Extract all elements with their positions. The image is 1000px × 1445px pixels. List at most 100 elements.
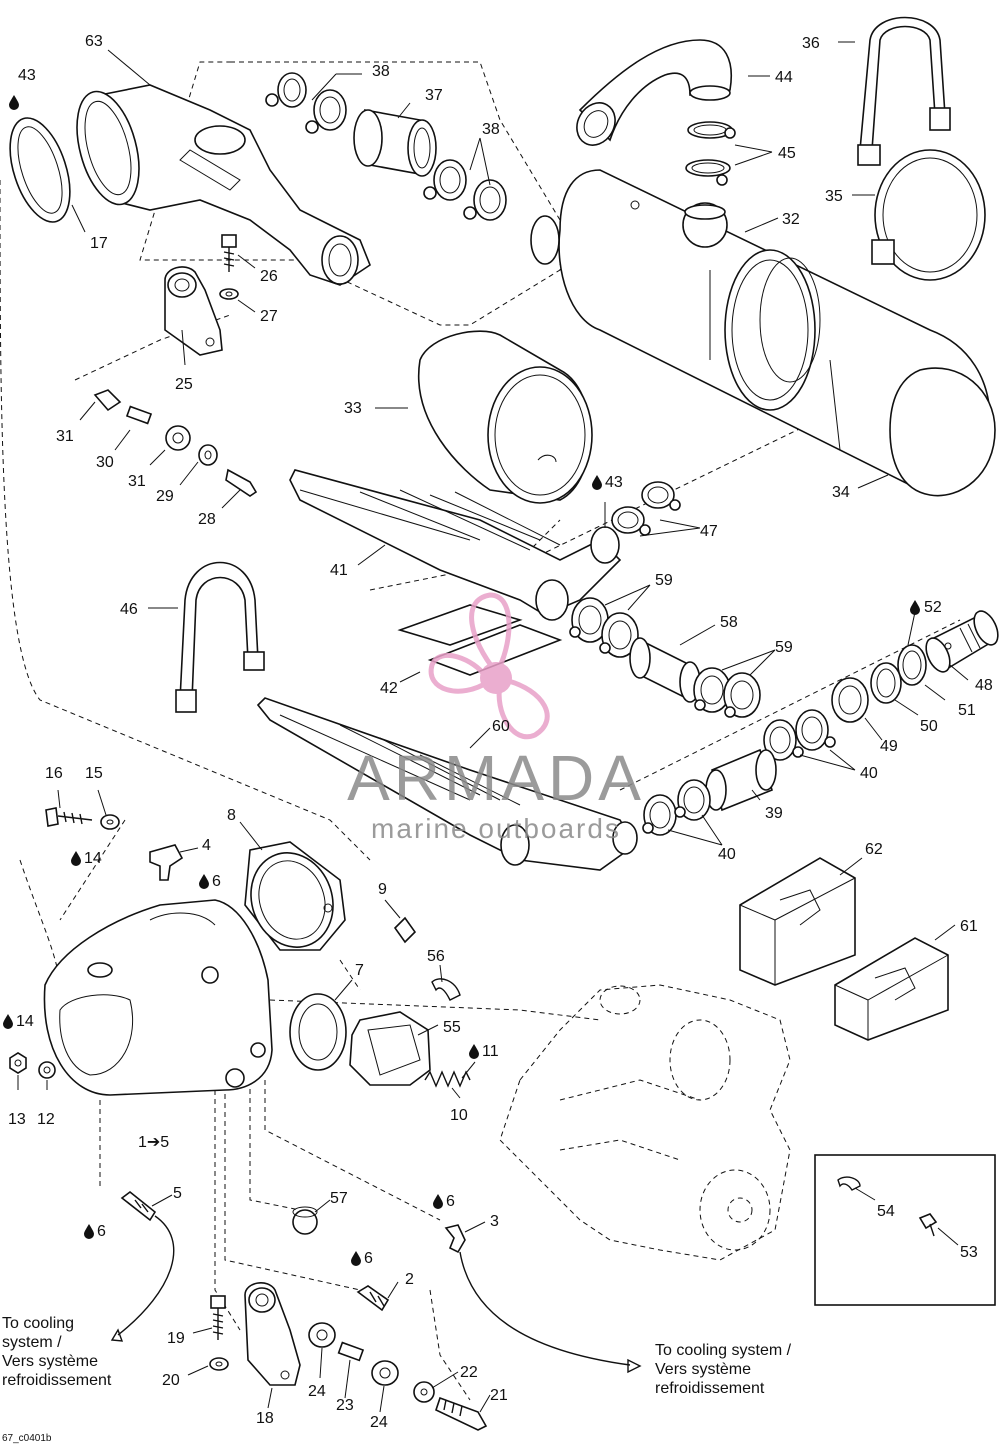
part-63-exhaust-manifold-adapter bbox=[76, 84, 371, 286]
label-12: 12 bbox=[37, 1111, 55, 1128]
note-line: refroidissement bbox=[2, 1372, 112, 1389]
part-44-elbow-hose bbox=[576, 39, 732, 146]
part-34-muffler-end bbox=[724, 249, 996, 497]
label-31: 31 bbox=[56, 428, 74, 445]
part-8-exhaust-flange bbox=[244, 841, 346, 951]
part-24-bushing-upper bbox=[308, 1322, 336, 1348]
part-62-foam-block bbox=[739, 857, 856, 986]
part-41-tuned-pipe-upper bbox=[289, 469, 622, 621]
label-3: 3 bbox=[490, 1213, 499, 1230]
label-43: 43 bbox=[605, 474, 623, 491]
part-61-foam-block bbox=[834, 937, 949, 1041]
label-13: 13 bbox=[8, 1111, 26, 1128]
label-49: 49 bbox=[880, 738, 898, 755]
label-43: 43 bbox=[18, 67, 36, 84]
label-21: 21 bbox=[490, 1387, 508, 1404]
label-17: 17 bbox=[90, 235, 108, 252]
fastener-stack-28-31 bbox=[93, 389, 258, 497]
note-line: To cooling system / bbox=[655, 1342, 792, 1359]
label-14: 14 bbox=[84, 850, 102, 867]
cooling-hoses bbox=[110, 1215, 642, 1374]
label-8: 8 bbox=[227, 807, 236, 824]
label-62: 62 bbox=[865, 841, 883, 858]
part-39-sleeve bbox=[705, 748, 777, 812]
label-18: 18 bbox=[256, 1410, 274, 1427]
part-21-bolt bbox=[435, 1396, 488, 1431]
label-25: 25 bbox=[175, 376, 193, 393]
lubricant-drop-icon bbox=[592, 475, 602, 490]
label-14: 14 bbox=[16, 1013, 34, 1030]
lubricant-drop-icon bbox=[3, 1014, 13, 1029]
part-49-nut bbox=[831, 677, 869, 723]
part-19-bolt bbox=[210, 1295, 226, 1340]
label-6: 6 bbox=[97, 1223, 106, 1240]
label-60: 60 bbox=[492, 718, 510, 735]
part-5-fitting bbox=[120, 1190, 157, 1222]
part-59-clamps-right bbox=[693, 667, 761, 718]
inset-box-53-54 bbox=[814, 1154, 996, 1306]
label-34: 34 bbox=[832, 484, 850, 501]
label-32: 32 bbox=[782, 211, 800, 228]
label-2: 2 bbox=[405, 1271, 414, 1288]
part-18-bracket bbox=[244, 1282, 301, 1386]
part-55-valve-cover bbox=[349, 1011, 431, 1086]
part-51-ring bbox=[897, 644, 927, 686]
note-line: To cooling bbox=[2, 1315, 74, 1332]
label-56: 56 bbox=[427, 948, 445, 965]
watermark-propeller-icon bbox=[428, 592, 550, 740]
note-cooling-right: To cooling system / Vers système refroid… bbox=[655, 1342, 792, 1397]
note-cooling-left: To cooling system / Vers système refroid… bbox=[2, 1315, 112, 1389]
label-22: 22 bbox=[460, 1364, 478, 1381]
part-46-strap bbox=[175, 561, 265, 713]
label-6: 6 bbox=[364, 1250, 373, 1267]
part-labels: 63 43 17 38 37 38 44 36 45 32 35 26 27 2… bbox=[8, 33, 993, 1431]
label-42: 42 bbox=[380, 680, 398, 697]
part-9-pin bbox=[393, 916, 417, 944]
label-35: 35 bbox=[825, 188, 843, 205]
part-27-washer bbox=[219, 288, 239, 300]
label-57: 57 bbox=[330, 1190, 348, 1207]
label-26: 26 bbox=[260, 268, 278, 285]
part-35-strap-ring bbox=[871, 149, 986, 281]
label-24: 24 bbox=[308, 1383, 326, 1400]
label-5: 5 bbox=[173, 1185, 182, 1202]
part-33-resonator bbox=[417, 330, 593, 504]
label-1-to-5: 1➔5 bbox=[138, 1134, 169, 1151]
part-40-clamps-lower bbox=[642, 779, 711, 836]
lubricant-drop-icon bbox=[199, 874, 209, 889]
label-10: 10 bbox=[450, 1107, 468, 1124]
part-26-bolt bbox=[221, 234, 237, 272]
leader-lines bbox=[17, 41, 969, 1413]
exhaust-manifold bbox=[43, 899, 273, 1096]
label-9: 9 bbox=[378, 881, 387, 898]
lubricant-drop-icon bbox=[469, 1044, 479, 1059]
part-37-hose bbox=[353, 109, 437, 177]
part-57-plug bbox=[292, 1206, 318, 1235]
label-40: 40 bbox=[718, 846, 736, 863]
label-36: 36 bbox=[802, 35, 820, 52]
label-59: 59 bbox=[775, 639, 793, 656]
label-6: 6 bbox=[212, 873, 221, 890]
label-46: 46 bbox=[120, 601, 138, 618]
label-30: 30 bbox=[96, 454, 114, 471]
part-12-washer bbox=[38, 1061, 56, 1079]
label-19: 19 bbox=[167, 1330, 185, 1347]
part-38-clamps-bottom bbox=[423, 159, 507, 221]
label-54: 54 bbox=[877, 1203, 895, 1220]
note-line: refroidissement bbox=[655, 1380, 765, 1397]
part-45-clamps bbox=[685, 121, 736, 186]
label-7: 7 bbox=[355, 962, 364, 979]
label-44: 44 bbox=[775, 69, 793, 86]
label-38: 38 bbox=[482, 121, 500, 138]
part-10-spring bbox=[424, 1070, 471, 1088]
label-11: 11 bbox=[482, 1043, 499, 1060]
label-27: 27 bbox=[260, 308, 278, 325]
part-56-clip bbox=[431, 978, 461, 1001]
label-45: 45 bbox=[778, 145, 796, 162]
lubricant-drop-icon bbox=[71, 851, 81, 866]
label-55: 55 bbox=[443, 1019, 461, 1036]
lubricant-drop-icon bbox=[84, 1224, 94, 1239]
part-58-sleeve bbox=[629, 637, 701, 703]
part-38-clamps-top bbox=[265, 72, 347, 134]
